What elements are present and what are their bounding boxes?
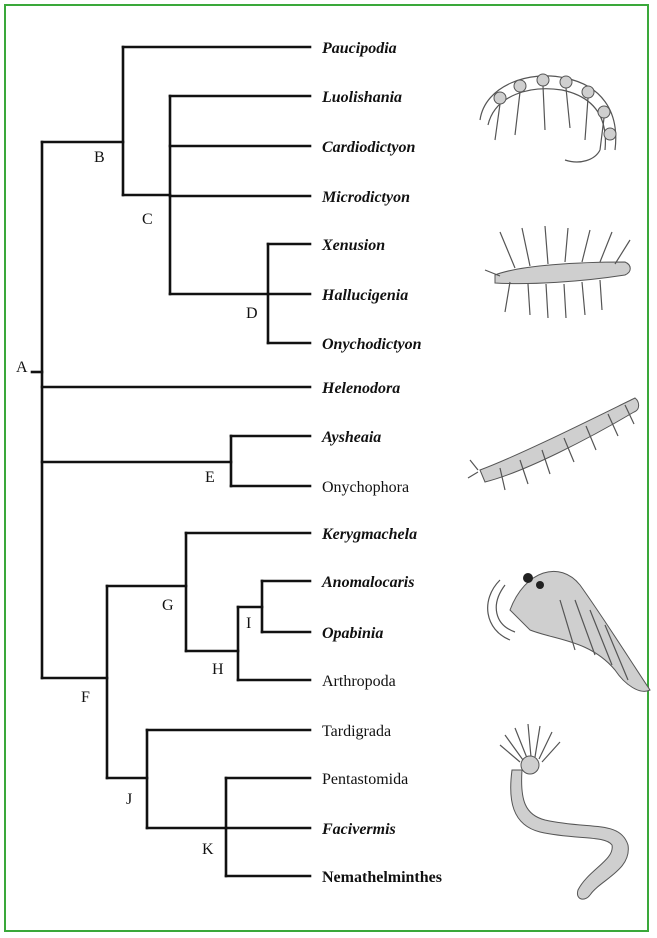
taxon-label-luolishania: Luolishania	[321, 89, 402, 106]
taxon-label-anomalocaris: Anomalocaris	[321, 574, 414, 591]
taxon-label-microdictyon: Microdictyon	[321, 189, 410, 206]
node-label-g: G	[162, 597, 174, 614]
taxon-label-helenodora: Helenodora	[321, 380, 400, 397]
node-label-i: I	[246, 615, 251, 632]
taxon-label-xenusion: Xenusion	[321, 237, 385, 254]
tentacled-worm-icon	[500, 724, 628, 899]
taxon-label-hallucigenia: Hallucigenia	[321, 287, 408, 304]
node-label-a: A	[16, 359, 28, 376]
node-label-j: J	[126, 791, 132, 808]
curled-lobopodian-icon	[480, 74, 616, 162]
taxon-label-arthropoda: Arthropoda	[322, 673, 396, 690]
taxon-labels: PaucipodiaLuolishaniaCardiodictyonMicrod…	[321, 40, 442, 886]
taxon-label-onychophora: Onychophora	[322, 479, 409, 496]
taxon-label-nemathelminthes: Nemathelminthes	[322, 869, 442, 886]
tree-branches	[32, 47, 310, 876]
node-label-b: B	[94, 149, 105, 166]
taxon-label-kerygmachela: Kerygmachela	[321, 526, 417, 543]
taxon-label-facivermis: Facivermis	[321, 821, 396, 838]
anomalocaridid-icon	[488, 571, 650, 691]
node-label-k: K	[202, 841, 214, 858]
node-label-d: D	[246, 305, 258, 322]
spiny-lobopodian-icon	[485, 226, 630, 318]
node-label-f: F	[81, 689, 90, 706]
taxon-label-paucipodia: Paucipodia	[321, 40, 397, 57]
node-label-c: C	[142, 211, 153, 228]
taxon-label-onychodictyon: Onychodictyon	[322, 336, 422, 353]
taxon-label-cardiodictyon: Cardiodictyon	[322, 139, 415, 156]
taxon-label-tardigrada: Tardigrada	[322, 723, 391, 740]
node-label-h: H	[212, 661, 224, 678]
taxon-label-pentastomida: Pentastomida	[322, 771, 408, 788]
velvet-worm-icon	[468, 398, 639, 490]
node-label-e: E	[205, 469, 215, 486]
node-labels: A B C D E F G H I J K	[16, 149, 258, 858]
taxon-label-opabinia: Opabinia	[322, 625, 383, 642]
taxon-label-aysheaia: Aysheaia	[321, 429, 381, 446]
